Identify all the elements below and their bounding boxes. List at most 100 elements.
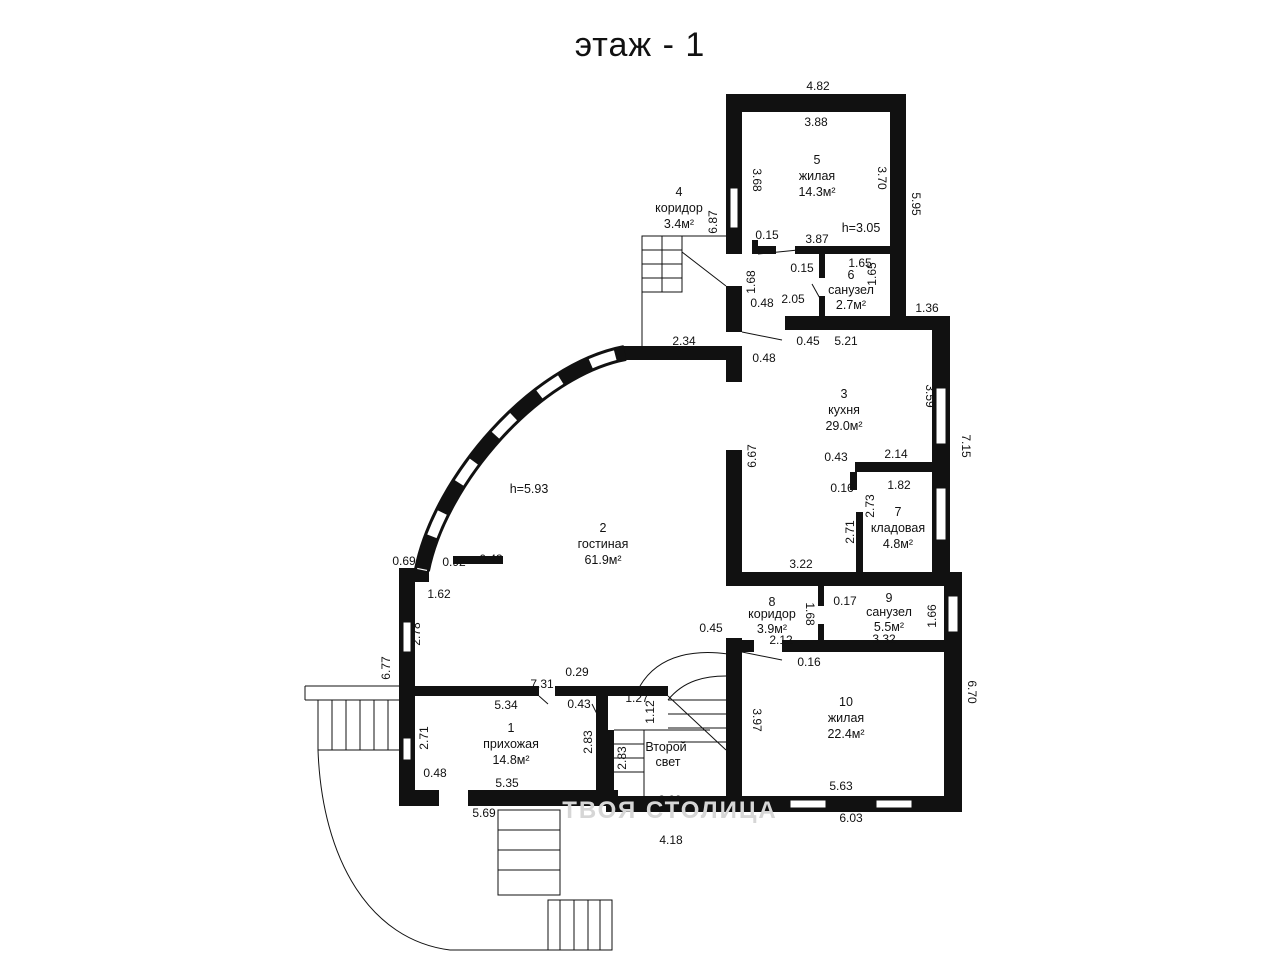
dim-label: 3.97 [750,708,764,732]
svg-text:29.0м²: 29.0м² [825,419,862,433]
dim-label: 6.67 [745,444,759,468]
dim-label: 2.83 [615,746,629,770]
dim-label: 6.77 [379,656,393,680]
dim-label: 0.45 [796,334,820,348]
dim-label: 3.70 [875,166,889,190]
svg-text:Второй: Второй [645,740,686,754]
dim-label: 2.34 [672,334,696,348]
dim-label: 0.43 [824,450,848,464]
dim-label: 1.68 [744,270,758,294]
dim-label: 2.05 [781,292,805,306]
dim-label: 1.66 [925,604,939,628]
dim-label: 1.27 [625,691,649,705]
room-label: 9 санузел 5.5м² [866,591,912,634]
dim-label: 1.82 [887,478,911,492]
dim-label: 0.45 [699,621,723,635]
svg-text:кухня: кухня [828,403,860,417]
dim-label: 1.62 [427,587,451,601]
dim-label: 0.69 [392,554,416,568]
dim-label: 5.63 [829,779,853,793]
dim-label: 3.88 [804,115,828,129]
dim-label: 0.29 [565,665,589,679]
dim-label: 2.73 [863,494,877,518]
dim-label: 5.95 [909,192,923,216]
dim-label: 0.48 [750,296,774,310]
svg-text:санузел: санузел [828,283,874,297]
dim-label: 5.34 [494,698,518,712]
room-label: 1 прихожая 14.8м² [483,721,539,767]
svg-text:5: 5 [814,153,821,167]
dim-label: 3.59 [923,384,937,408]
windows [402,187,959,809]
dim-label: 3.32 [872,632,896,646]
room-labels: 1 прихожая 14.8м² 2 гостиная 61.9м² 3 ку… [483,153,925,769]
svg-text:кладовая: кладовая [871,521,925,535]
dim-label: 5.35 [495,776,519,790]
dim-label: 6.87 [706,210,720,234]
room-label: 7 кладовая 4.8м² [871,505,925,551]
svg-text:10: 10 [839,695,853,709]
watermark: ТВОЯ СТОЛИЦА [562,797,777,824]
stairs [304,235,823,951]
dim-label: 7.15 [959,434,973,458]
room-label: 4 коридор 3.4м² [655,185,703,231]
svg-text:6: 6 [848,268,855,282]
dim-label: 1.12 [643,700,657,724]
dim-label: 0.48 [423,766,447,780]
dim-label: 2.78 [409,622,423,646]
svg-text:8: 8 [769,595,776,609]
svg-text:прихожая: прихожая [483,737,539,751]
dim-label: 6.70 [965,680,979,704]
dim-label: 2.14 [884,447,908,461]
dim-label: 5.69 [472,806,496,820]
svg-text:санузел: санузел [866,605,912,619]
dimension-labels: 4.82 3.88 3.68 3.70 5.95 6.87 0.15 3.87 … [379,79,979,847]
svg-text:22.4м²: 22.4м² [827,727,864,741]
dim-label: 0.43 [567,697,591,711]
room-label: 6 санузел 2.7м² [828,268,874,312]
dim-label: 2.71 [417,726,431,750]
room-label: 8 коридор 3.9м² [748,595,796,636]
dim-label: 1.68 [803,602,817,626]
dim-label: 0.15 [790,261,814,275]
page-title: этаж - 1 [574,26,706,64]
svg-text:7: 7 [895,505,902,519]
room-label: 5 жилая 14.3м² [798,153,835,199]
svg-text:3: 3 [841,387,848,401]
dim-label: 1.65 [865,262,879,286]
dim-label: 4.18 [659,833,683,847]
svg-text:4.8м²: 4.8м² [883,537,913,551]
dim-label: 3.22 [789,557,813,571]
room-label: 10 жилая 22.4м² [827,695,864,741]
dim-label: 2.83 [581,730,595,754]
dim-label: 0.16 [797,655,821,669]
height-label: h=5.93 [510,482,549,496]
dim-label: 6.03 [839,811,863,825]
svg-text:2: 2 [600,521,607,535]
height-label: h=3.05 [842,221,881,235]
svg-text:4: 4 [676,185,683,199]
dim-label: 0.43 [479,552,503,566]
svg-text:жилая: жилая [799,169,835,183]
svg-text:жилая: жилая [828,711,864,725]
svg-text:14.8м²: 14.8м² [492,753,529,767]
svg-text:2.7м²: 2.7м² [836,298,866,312]
dim-label: 0.16 [830,481,854,495]
dim-label: 5.21 [834,334,858,348]
svg-text:коридор: коридор [748,607,796,621]
room-label: 2 гостиная 61.9м² [578,521,629,567]
svg-text:61.9м²: 61.9м² [584,553,621,567]
svg-text:коридор: коридор [655,201,703,215]
dim-label: 1.65 [848,256,872,270]
svg-text:свет: свет [655,755,680,769]
dim-label: 0.92 [442,555,466,569]
dim-label: 3.68 [750,168,764,192]
dim-label: 0.15 [755,228,779,242]
dim-label: 2.71 [843,520,857,544]
svg-text:3.4м²: 3.4м² [664,217,694,231]
dim-label: 7.31 [530,677,554,691]
second-light-label: Второй свет [645,740,686,769]
svg-text:гостиная: гостиная [578,537,629,551]
dim-label: 1.36 [915,301,939,315]
